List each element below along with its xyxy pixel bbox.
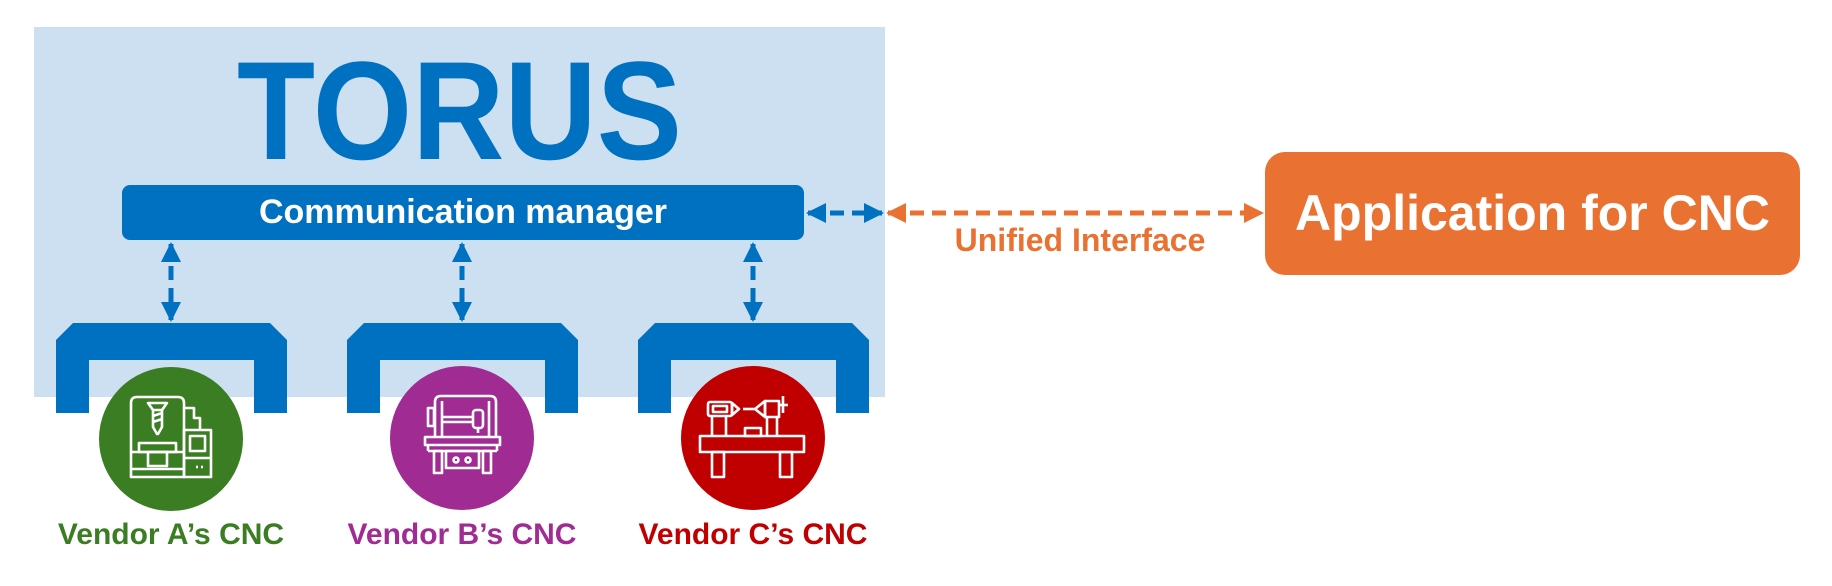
vendor-c-label: Vendor C’s CNC: [638, 518, 868, 551]
milling-machine-icon: [129, 395, 213, 479]
application-box: [1265, 152, 1800, 275]
communication-manager: [122, 185, 804, 240]
communication-manager-label: Communication manager: [258, 193, 668, 231]
application-label: Application for CNC: [1295, 185, 1770, 241]
vendor-b-adapter: [347, 323, 578, 413]
vendor-c-adapter: [638, 323, 869, 413]
vendor-c-machine: [681, 366, 825, 510]
vendor-b-label: Vendor B’s CNC: [347, 518, 577, 551]
lathe-icon: [698, 396, 806, 479]
vendor-a-label: Vendor A’s CNC: [57, 518, 285, 551]
vendor-a-adapter: [56, 323, 287, 413]
vendor-a-machine: [99, 367, 243, 511]
cnc-router-icon: [423, 394, 502, 475]
vendor-b-machine: [390, 366, 534, 510]
torus-title: TORUS: [237, 32, 682, 189]
unified-interface-label: Unified Interface: [954, 222, 1206, 258]
